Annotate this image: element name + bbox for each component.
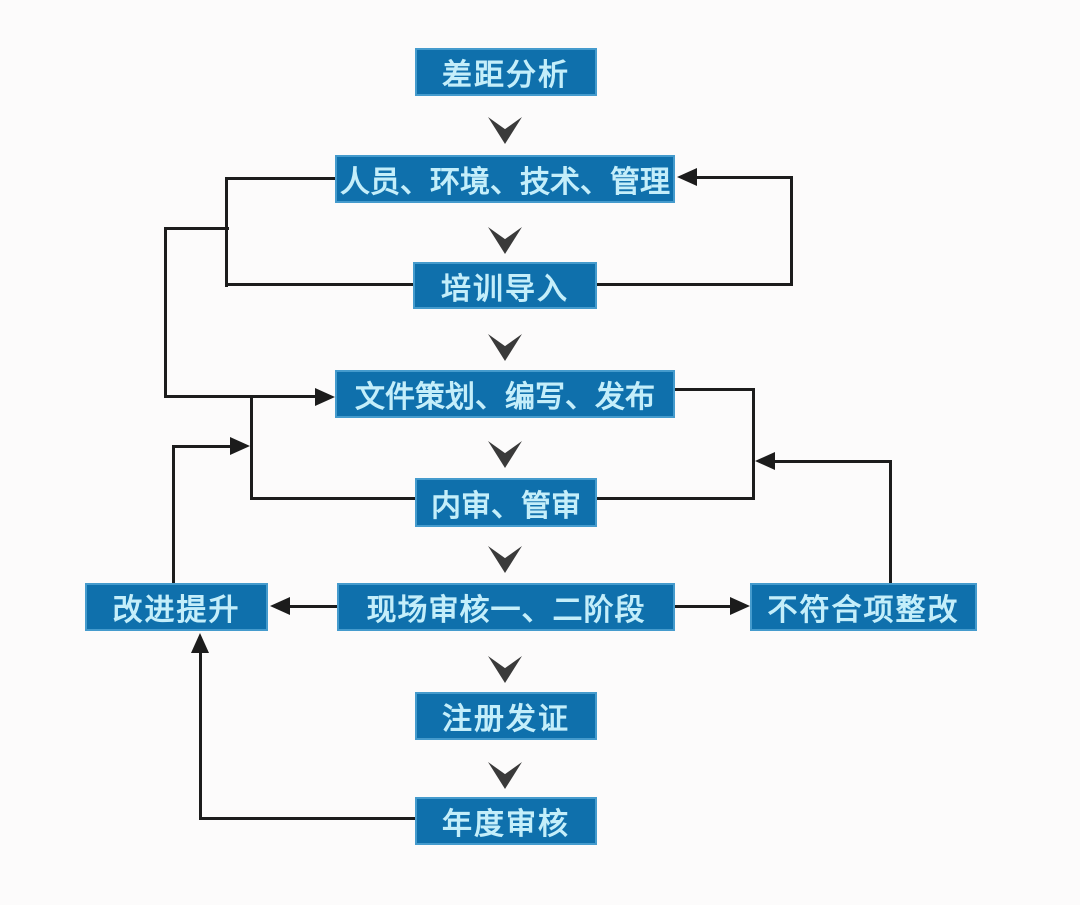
connector-line-right-loop-vertical xyxy=(790,176,793,286)
arrowhead-improvement-to-junction-icon xyxy=(230,437,250,455)
connector-line-onsite-to-nonconformity xyxy=(675,605,732,608)
connector-line-right-junction-vertical xyxy=(752,388,755,500)
node-onsite-audit-stage-1-2: 现场审核一、二阶段 xyxy=(337,583,675,631)
node-doc-plan-write-publish: 文件策划、编写、发布 xyxy=(335,370,675,418)
node-label: 内审、管审 xyxy=(431,488,581,524)
node-label: 改进提升 xyxy=(112,593,241,628)
connector-line-left-branch xyxy=(165,227,229,230)
connector-line-nonconformity-branch xyxy=(773,460,892,463)
node-internal-mgmt-audit: 内审、管审 xyxy=(415,478,597,527)
node-label: 差距分析 xyxy=(442,58,570,93)
connector-line-onsite-to-improvement xyxy=(288,605,337,608)
node-people-env-tech-mgmt: 人员、环境、技术、管理 xyxy=(335,155,675,203)
node-label: 注册发证 xyxy=(442,702,570,737)
connector-line-annual-audit-left xyxy=(200,817,415,820)
connector-line-into-people xyxy=(695,176,792,179)
connector-line-internal-audit-left xyxy=(251,497,415,500)
node-annual-audit: 年度审核 xyxy=(415,797,597,845)
connector-line-left-loop-vertical xyxy=(225,177,228,287)
connector-line-left-down-vertical xyxy=(164,227,167,398)
connector-line-junction-vertical xyxy=(250,395,253,500)
node-registration-certification: 注册发证 xyxy=(415,692,597,740)
node-label: 不符合项整改 xyxy=(767,593,960,628)
connector-line-people-left xyxy=(226,177,335,180)
node-nonconformity-rectification: 不符合项整改 xyxy=(750,583,977,631)
down-chevron-arrow-icon xyxy=(488,441,522,468)
connector-line-internal-audit-right xyxy=(597,497,754,500)
connector-line-improvement-branch xyxy=(172,445,230,448)
node-label: 文件策划、编写、发布 xyxy=(355,380,655,415)
connector-line-training-right xyxy=(597,283,792,286)
down-chevron-arrow-icon xyxy=(488,656,522,683)
arrowhead-into-nonconformity-icon xyxy=(730,597,750,615)
arrowhead-nonconformity-to-junction-icon xyxy=(755,452,775,470)
arrowhead-into-improvement-bottom-icon xyxy=(191,633,209,653)
node-gap-analysis: 差距分析 xyxy=(415,48,597,96)
node-label: 年度审核 xyxy=(442,807,570,842)
connector-line-into-doc-planning xyxy=(165,395,315,398)
down-chevron-arrow-icon xyxy=(488,117,522,144)
arrowhead-into-doc-planning-icon xyxy=(315,388,335,406)
node-training-intro: 培训导入 xyxy=(413,262,597,309)
connector-line-improvement-up xyxy=(172,445,175,585)
arrowhead-into-people-icon xyxy=(677,168,697,186)
node-label: 现场审核一、二阶段 xyxy=(366,593,646,628)
connector-line-nonconformity-up xyxy=(889,460,892,585)
node-label: 培训导入 xyxy=(441,271,569,307)
down-chevron-arrow-icon xyxy=(488,762,522,789)
arrowhead-into-improvement-icon xyxy=(270,597,290,615)
down-chevron-arrow-icon xyxy=(488,227,522,254)
node-label: 人员、环境、技术、管理 xyxy=(340,165,670,200)
connector-line-doc-planning-right xyxy=(675,388,754,391)
connector-line-training-left xyxy=(226,283,416,286)
down-chevron-arrow-icon xyxy=(488,546,522,573)
down-chevron-arrow-icon xyxy=(488,334,522,361)
connector-line-annual-audit-up xyxy=(199,650,202,820)
node-improvement: 改进提升 xyxy=(85,583,268,631)
